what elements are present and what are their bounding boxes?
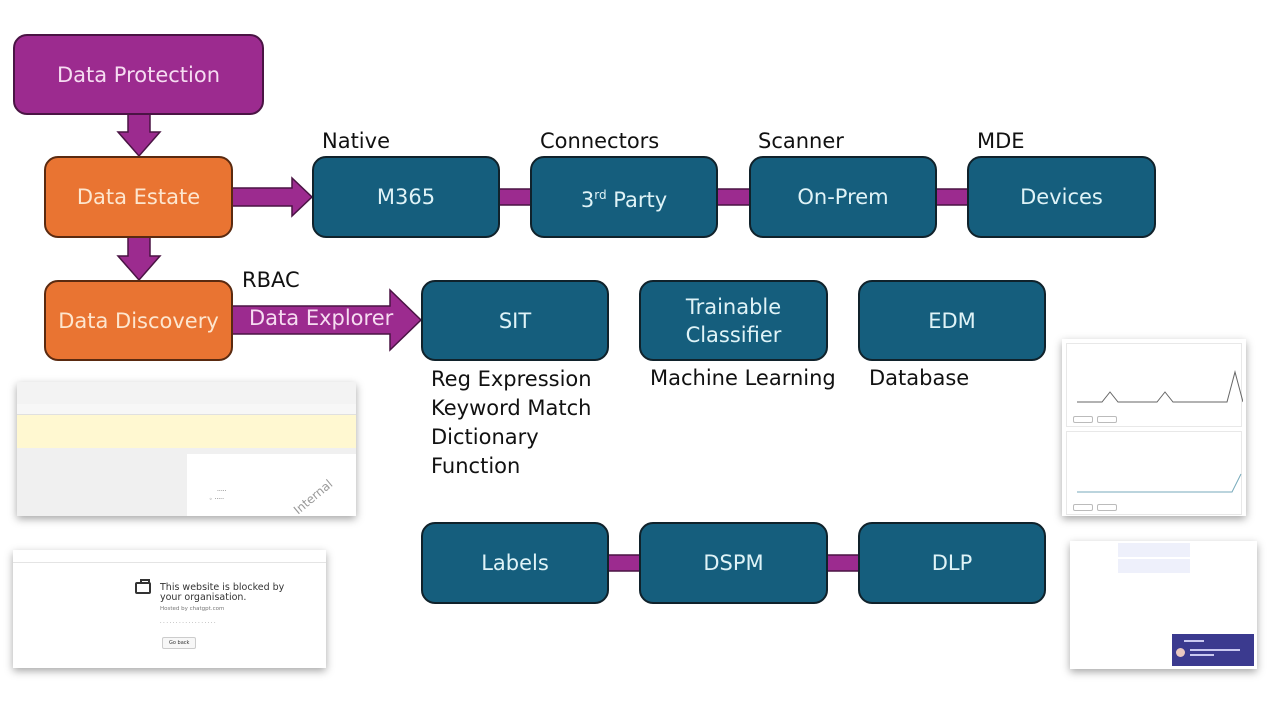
on-prem-box: On-Prem xyxy=(749,156,937,238)
page-text-line: ····· xyxy=(217,488,227,495)
database-caption: Database xyxy=(869,366,970,390)
activity-chart-card xyxy=(1066,431,1242,515)
mde-caption: MDE xyxy=(977,129,1025,153)
chat-message xyxy=(1118,543,1190,557)
word-page: ····· ◦ ····· Internal xyxy=(187,454,356,516)
sensitivity-policy-banner xyxy=(17,415,356,449)
data-protection-box: Data Protection xyxy=(13,34,264,115)
arrow-estate-to-m365 xyxy=(231,176,314,218)
native-caption: Native xyxy=(322,129,390,153)
blocked-info-text: · · · · · · · · · · · · · · · · · · xyxy=(160,620,216,626)
edm-box: EDM xyxy=(858,280,1046,361)
devices-box: Devices xyxy=(967,156,1156,238)
connectors-caption: Connectors xyxy=(540,129,660,153)
chat-notification-screenshot xyxy=(1070,541,1257,669)
third-party-box: 3rd Party xyxy=(530,156,718,238)
activity-chart-card xyxy=(1066,343,1244,427)
sit-method: Function xyxy=(431,454,521,478)
sit-box: SIT xyxy=(421,280,609,361)
data-protection-label: Data Protection xyxy=(56,62,221,87)
sit-method: Dictionary xyxy=(431,425,539,449)
arrow-estate-to-discovery xyxy=(116,236,162,282)
activity-line-chart xyxy=(1077,370,1244,403)
data-estate-label: Data Estate xyxy=(76,185,201,209)
labels-label: Labels xyxy=(481,551,549,575)
chat-message xyxy=(1118,559,1190,573)
devices-label: Devices xyxy=(1020,185,1103,209)
browser-tab-bar xyxy=(13,550,326,563)
m365-box: M365 xyxy=(312,156,500,238)
page-text-line: ◦ ····· xyxy=(209,496,224,503)
dspm-box: DSPM xyxy=(639,522,828,604)
activity-charts-screenshot xyxy=(1062,339,1246,516)
blocked-website-screenshot: This website is blocked by your organisa… xyxy=(13,550,326,668)
sit-method: Keyword Match xyxy=(431,396,592,420)
dlp-label: DLP xyxy=(931,551,973,575)
dlp-box: DLP xyxy=(858,522,1046,604)
data-explorer-label: Data Explorer xyxy=(249,306,394,330)
word-ribbon-tabs xyxy=(17,396,356,404)
word-ribbon-toolbar xyxy=(17,404,356,415)
m365-label: M365 xyxy=(376,185,436,209)
third-party-label: 3rd Party xyxy=(580,187,668,212)
avatar xyxy=(1176,648,1185,657)
machine-learning-caption: Machine Learning xyxy=(650,366,836,390)
word-document-screenshot: ····· ◦ ····· Internal xyxy=(17,382,356,516)
activity-line-chart xyxy=(1077,473,1242,493)
edm-label: EDM xyxy=(928,308,976,333)
internal-watermark: Internal xyxy=(290,476,336,516)
word-title-bar xyxy=(17,382,356,396)
sit-label: SIT xyxy=(498,308,532,333)
word-body: ····· ◦ ····· Internal xyxy=(17,448,356,516)
data-discovery-box: Data Discovery xyxy=(44,280,233,361)
sit-methods-list: Reg Expression Keyword Match Dictionary … xyxy=(431,365,592,481)
activity-line xyxy=(1077,473,1242,493)
sit-method: Reg Expression xyxy=(431,367,592,391)
scanner-caption: Scanner xyxy=(758,129,844,153)
go-back-button: Go back xyxy=(162,637,197,649)
activity-line xyxy=(1077,370,1244,403)
teams-notification-toast xyxy=(1172,634,1254,666)
dspm-label: DSPM xyxy=(703,551,764,575)
blocked-hosted-by: Hosted by chatgpt.com xyxy=(160,606,225,612)
blocked-title: This website is blocked by your organisa… xyxy=(160,582,285,603)
data-estate-box: Data Estate xyxy=(44,156,233,238)
data-discovery-label: Data Discovery xyxy=(58,308,219,333)
labels-box: Labels xyxy=(421,522,609,604)
rbac-caption: RBAC xyxy=(242,268,300,292)
briefcase-icon xyxy=(135,579,151,594)
on-prem-label: On-Prem xyxy=(797,185,889,209)
arrow-protection-to-estate xyxy=(116,113,162,158)
